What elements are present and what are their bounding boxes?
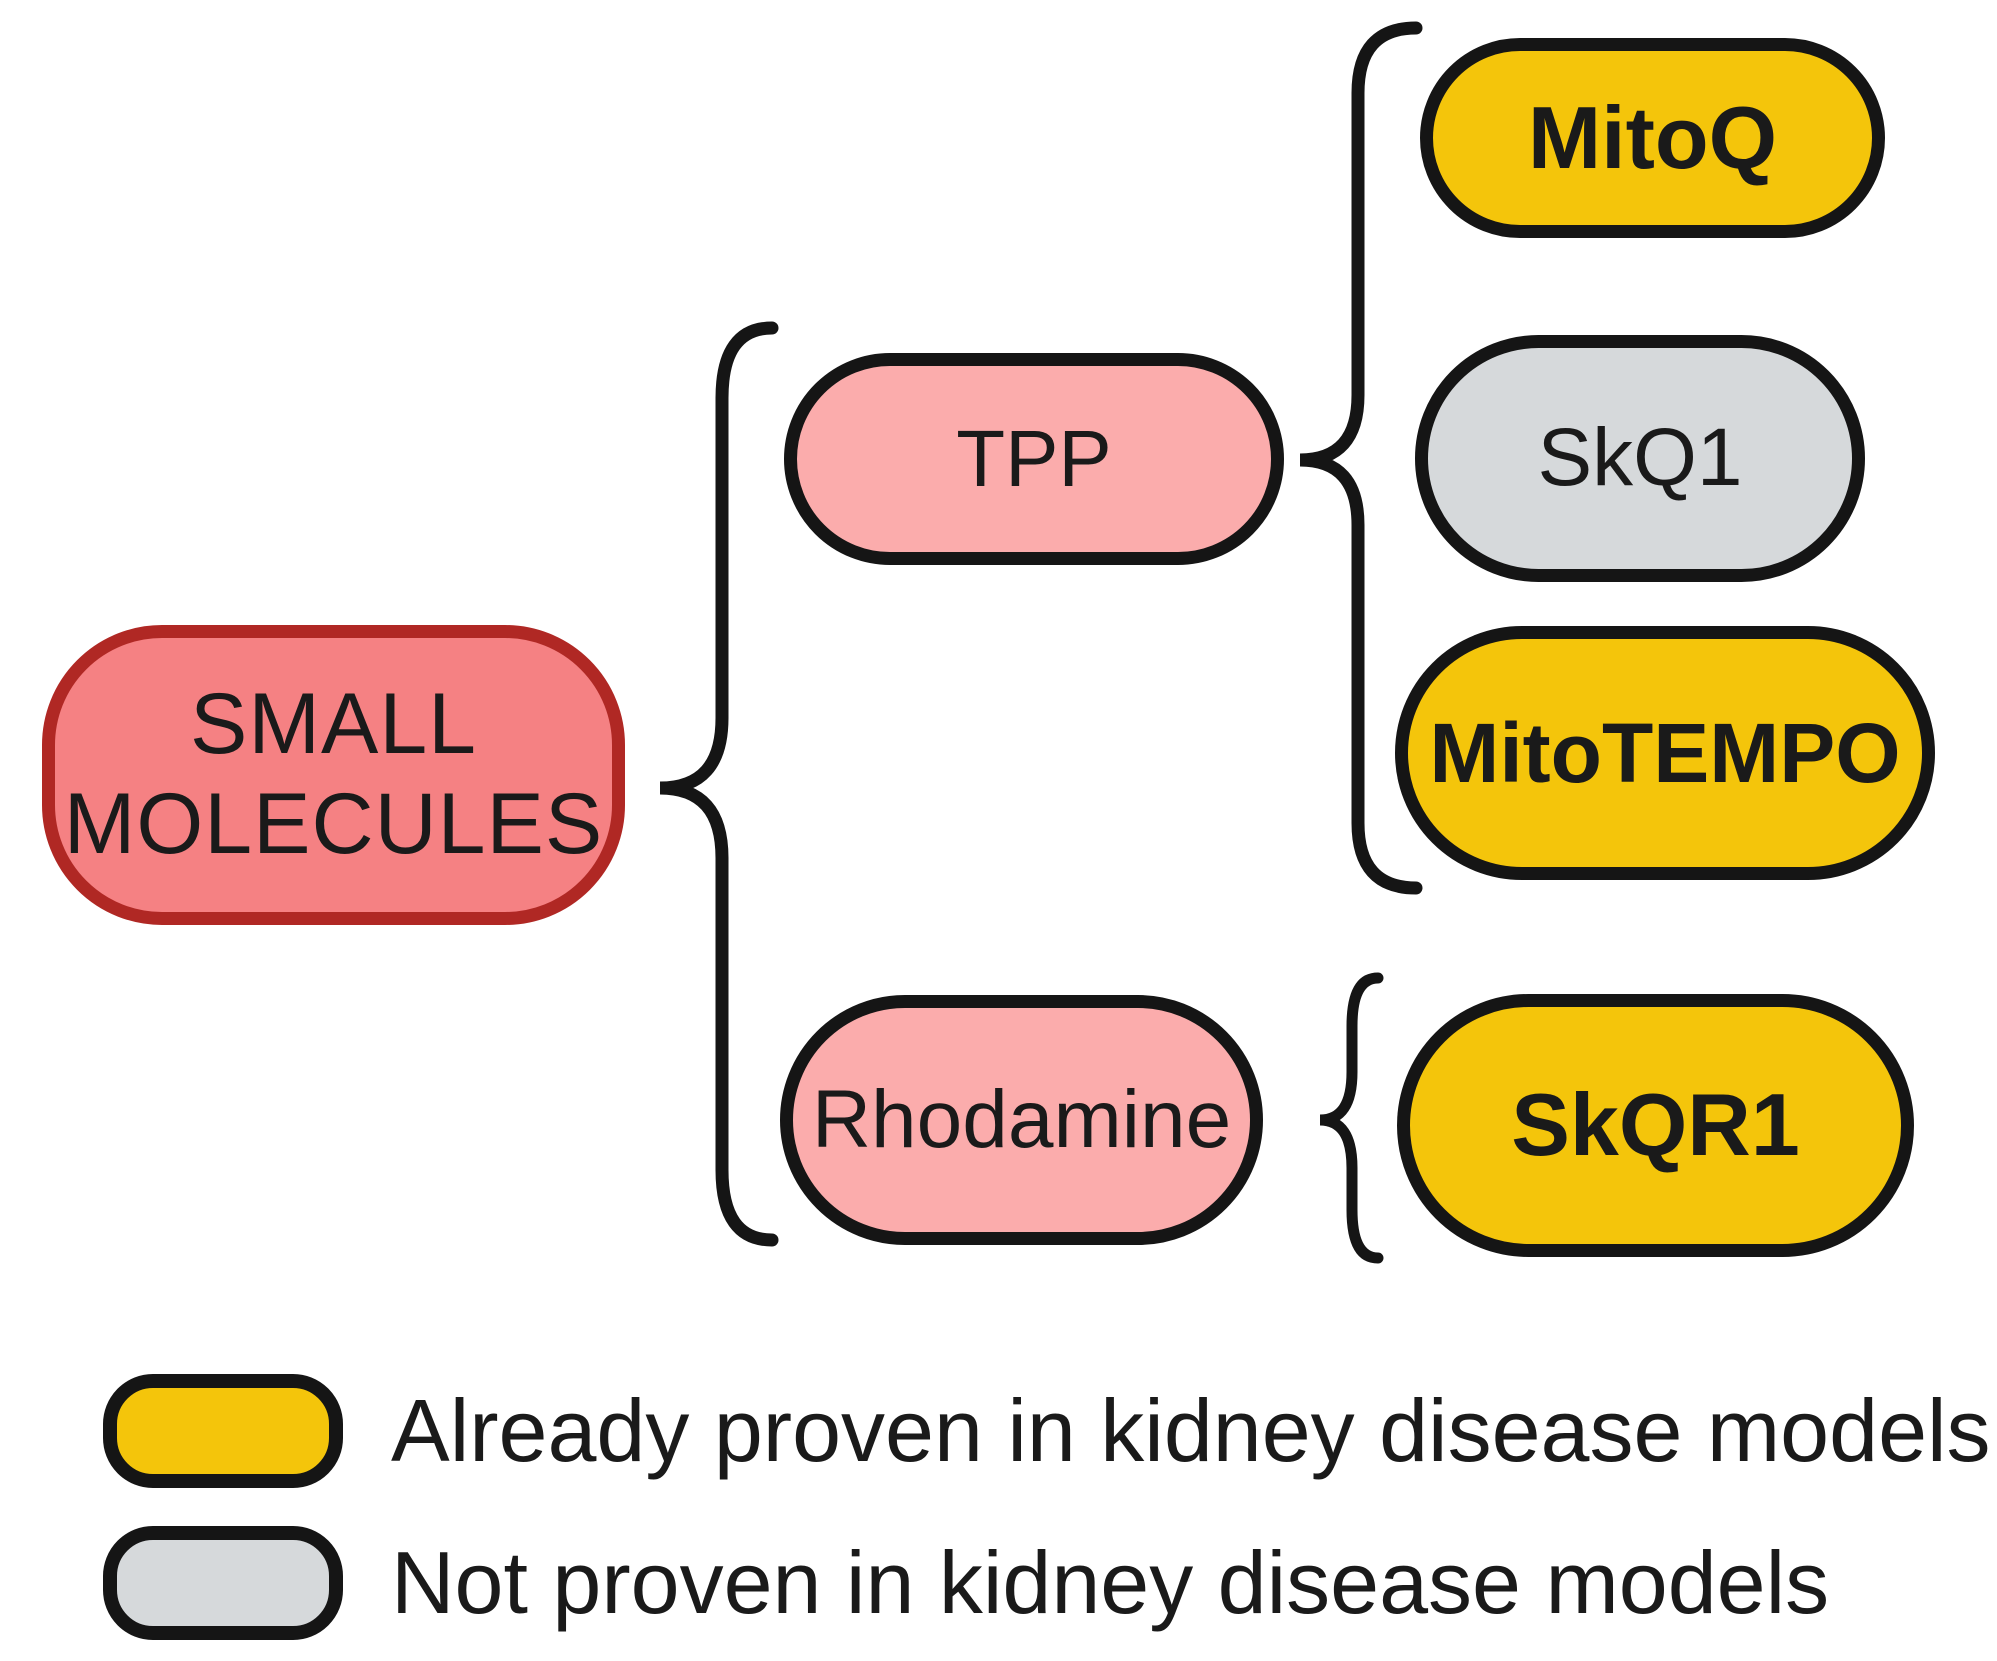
legend-item-not-proven: Not proven in kidney disease models (103, 1526, 1829, 1640)
legend-label-proven: Already proven in kidney disease models (391, 1381, 1991, 1480)
node-rhodamine: Rhodamine (780, 995, 1263, 1245)
node-tpp: TPP (784, 353, 1284, 565)
brace-rhodamine-to-compounds (1319, 972, 1384, 1264)
node-small-molecules-label-line1: SMALL (189, 676, 478, 773)
node-mitotempo: MitoTEMPO (1395, 626, 1935, 880)
legend-swatch-proven (103, 1374, 343, 1488)
node-rhodamine-label: Rhodamine (811, 1073, 1232, 1165)
node-mitoq: MitoQ (1420, 38, 1885, 238)
node-skqr1-label: SkQR1 (1511, 1075, 1800, 1175)
node-mitoq-label: MitoQ (1527, 87, 1778, 187)
node-tpp-label: TPP (956, 414, 1112, 503)
node-skq1: SkQ1 (1415, 335, 1865, 582)
legend-swatch-not-proven (103, 1526, 343, 1640)
brace-root-to-categories (659, 321, 779, 1247)
node-small-molecules-label-line2: MOLECULES (63, 776, 604, 872)
node-skq1-label: SkQ1 (1537, 412, 1743, 504)
node-small-molecules: SMALL MOLECULES (42, 625, 625, 925)
brace-tpp-to-compounds (1299, 21, 1423, 895)
legend-label-not-proven: Not proven in kidney disease models (391, 1533, 1830, 1632)
node-mitotempo-label: MitoTEMPO (1429, 705, 1901, 800)
node-skqr1: SkQR1 (1397, 994, 1914, 1257)
legend-item-proven: Already proven in kidney disease models (103, 1374, 1991, 1488)
